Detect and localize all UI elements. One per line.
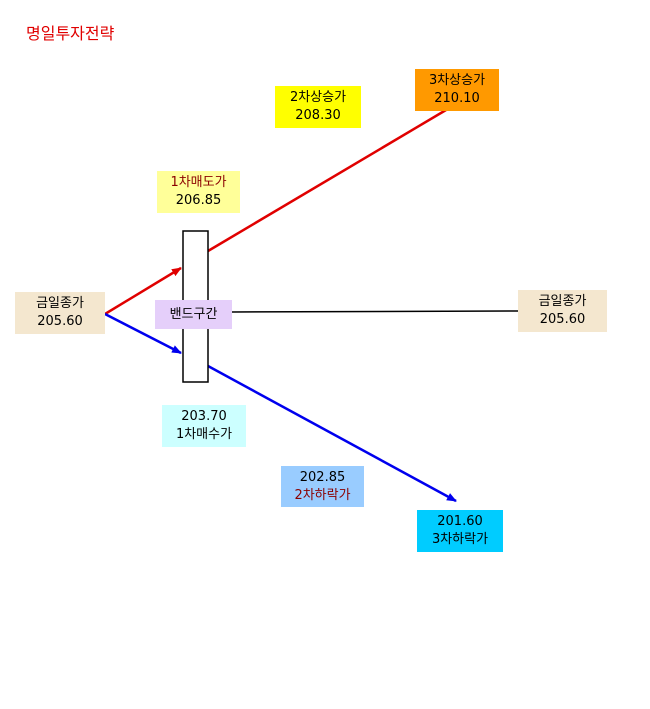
first-buy-label: 1차매수가 (175, 427, 233, 442)
second-fall-price-box: 202.85 2차하락가 (281, 466, 364, 507)
first-sell-label: 1차매도가 (170, 175, 227, 190)
first-buy-price-box: 203.70 1차매수가 (162, 405, 246, 447)
band-zone-label: 밴드구간 (155, 300, 232, 329)
page-title: 명일투자전략 (26, 24, 115, 43)
second-rise-value: 208.30 (295, 108, 341, 123)
up-arrow-to-band (104, 266, 182, 316)
today-close-label: 금일종가 (36, 296, 84, 311)
third-fall-value: 201.60 (437, 514, 483, 529)
first-sell-price-box: 1차매도가 206.85 (157, 171, 240, 213)
today-close-box-left: 금일종가 205.60 (15, 292, 105, 334)
third-fall-label: 3차하락가 (431, 532, 489, 547)
first-sell-value: 206.85 (175, 193, 222, 208)
second-fall-label: 2차하락가 (294, 487, 351, 503)
second-fall-value: 202.85 (299, 469, 346, 485)
third-rise-value: 210.10 (434, 91, 480, 106)
third-rise-label: 3차상승가 (428, 73, 486, 88)
third-rise-price-box: 3차상승가 210.10 (415, 69, 499, 111)
third-fall-price-box: 201.60 3차하락가 (417, 510, 503, 552)
second-rise-label: 2차상승가 (289, 90, 347, 105)
first-buy-value: 203.70 (181, 409, 227, 424)
band-zone-text: 밴드구간 (169, 306, 218, 322)
today-close-box-right: 금일종가 205.60 (518, 290, 607, 332)
today-close-label: 금일종가 (538, 294, 587, 309)
down-arrow-to-band (104, 312, 182, 355)
up-trend-line (207, 108, 447, 253)
down-trend-line (207, 364, 457, 503)
today-close-value: 205.60 (539, 312, 586, 327)
flat-line (231, 310, 519, 313)
today-close-value: 205.60 (37, 314, 83, 329)
second-rise-price-box: 2차상승가 208.30 (275, 86, 361, 128)
